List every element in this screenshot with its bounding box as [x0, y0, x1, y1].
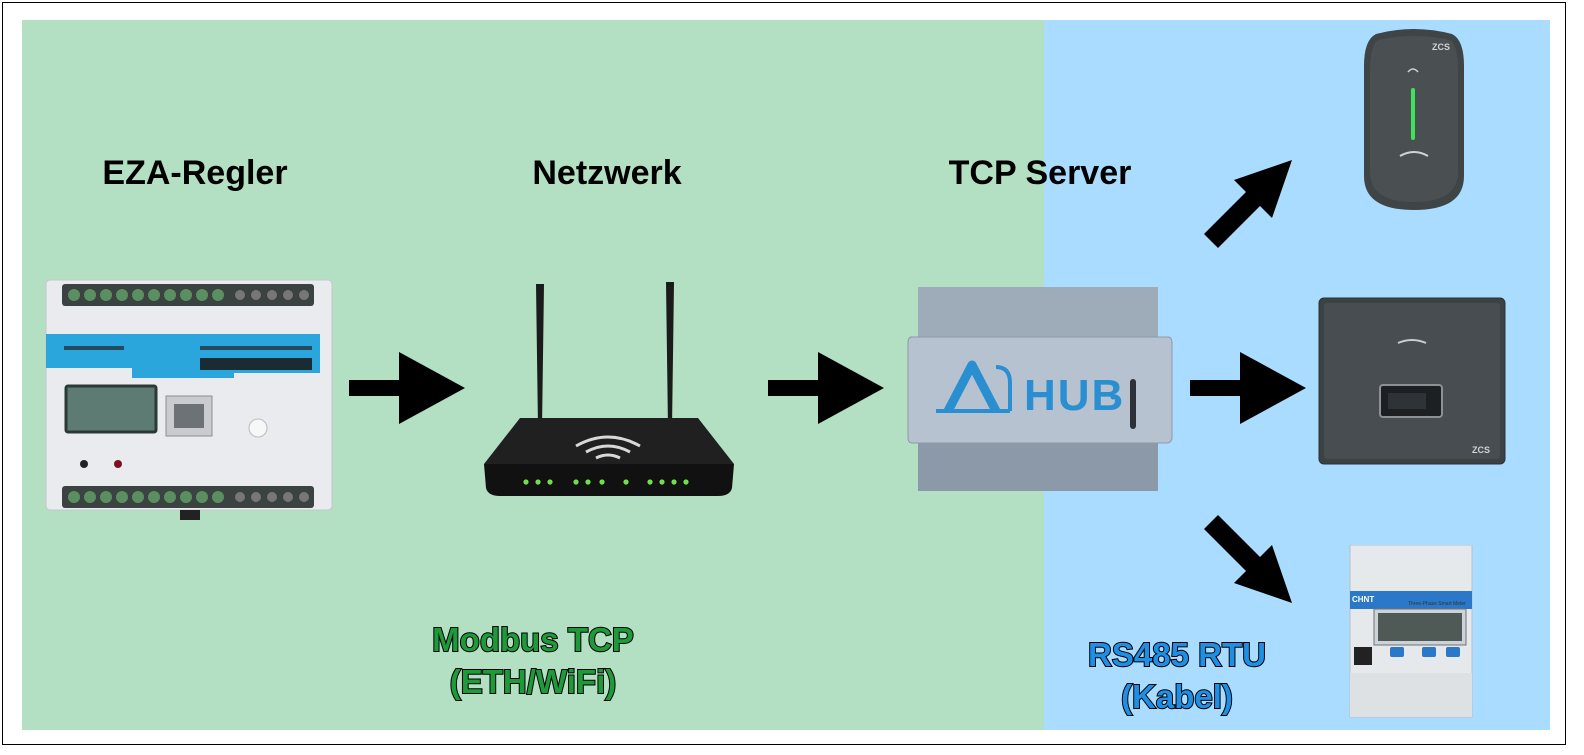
modbus-tcp-line2: (ETH/WiFi): [449, 662, 617, 701]
arrow-up-right-icon: [1204, 158, 1294, 248]
wallbox-device: ZCS: [1364, 26, 1464, 212]
wallbox-brand: ZCS: [1432, 42, 1450, 52]
meter-title: Three-Phase Smart Meter: [1408, 601, 1466, 607]
modbus-tcp-line1: Modbus TCP: [431, 620, 635, 659]
inverter-device: ZCS: [1318, 297, 1506, 465]
rs485-rtu-line1: RS485 RTU: [1087, 635, 1267, 674]
arrow-right-icon: [1190, 352, 1308, 424]
tcp-hub-device: HUB: [906, 287, 1174, 493]
arrow-right-icon: [768, 352, 886, 424]
modbus-tcp-label: Modbus TCP (ETH/WiFi): [431, 619, 635, 703]
smart-meter-device: CHNT Three-Phase Smart Meter: [1346, 545, 1476, 719]
rs485-rtu-label: RS485 RTU (Kabel): [1087, 634, 1267, 718]
arrow-down-right-icon: [1204, 515, 1294, 605]
meter-brand: CHNT: [1352, 595, 1375, 604]
eza-controller-device: [44, 278, 334, 523]
hub-logo-text: HUB: [1024, 371, 1126, 420]
controller-label: EZA-Regler: [102, 154, 288, 192]
server-label: TCP Server: [948, 154, 1132, 192]
router-device: [478, 278, 738, 500]
network-label: Netzwerk: [532, 154, 682, 192]
inverter-brand: ZCS: [1472, 445, 1490, 455]
rs485-rtu-line2: (Kabel): [1120, 677, 1234, 716]
arrow-right-icon: [349, 352, 467, 424]
